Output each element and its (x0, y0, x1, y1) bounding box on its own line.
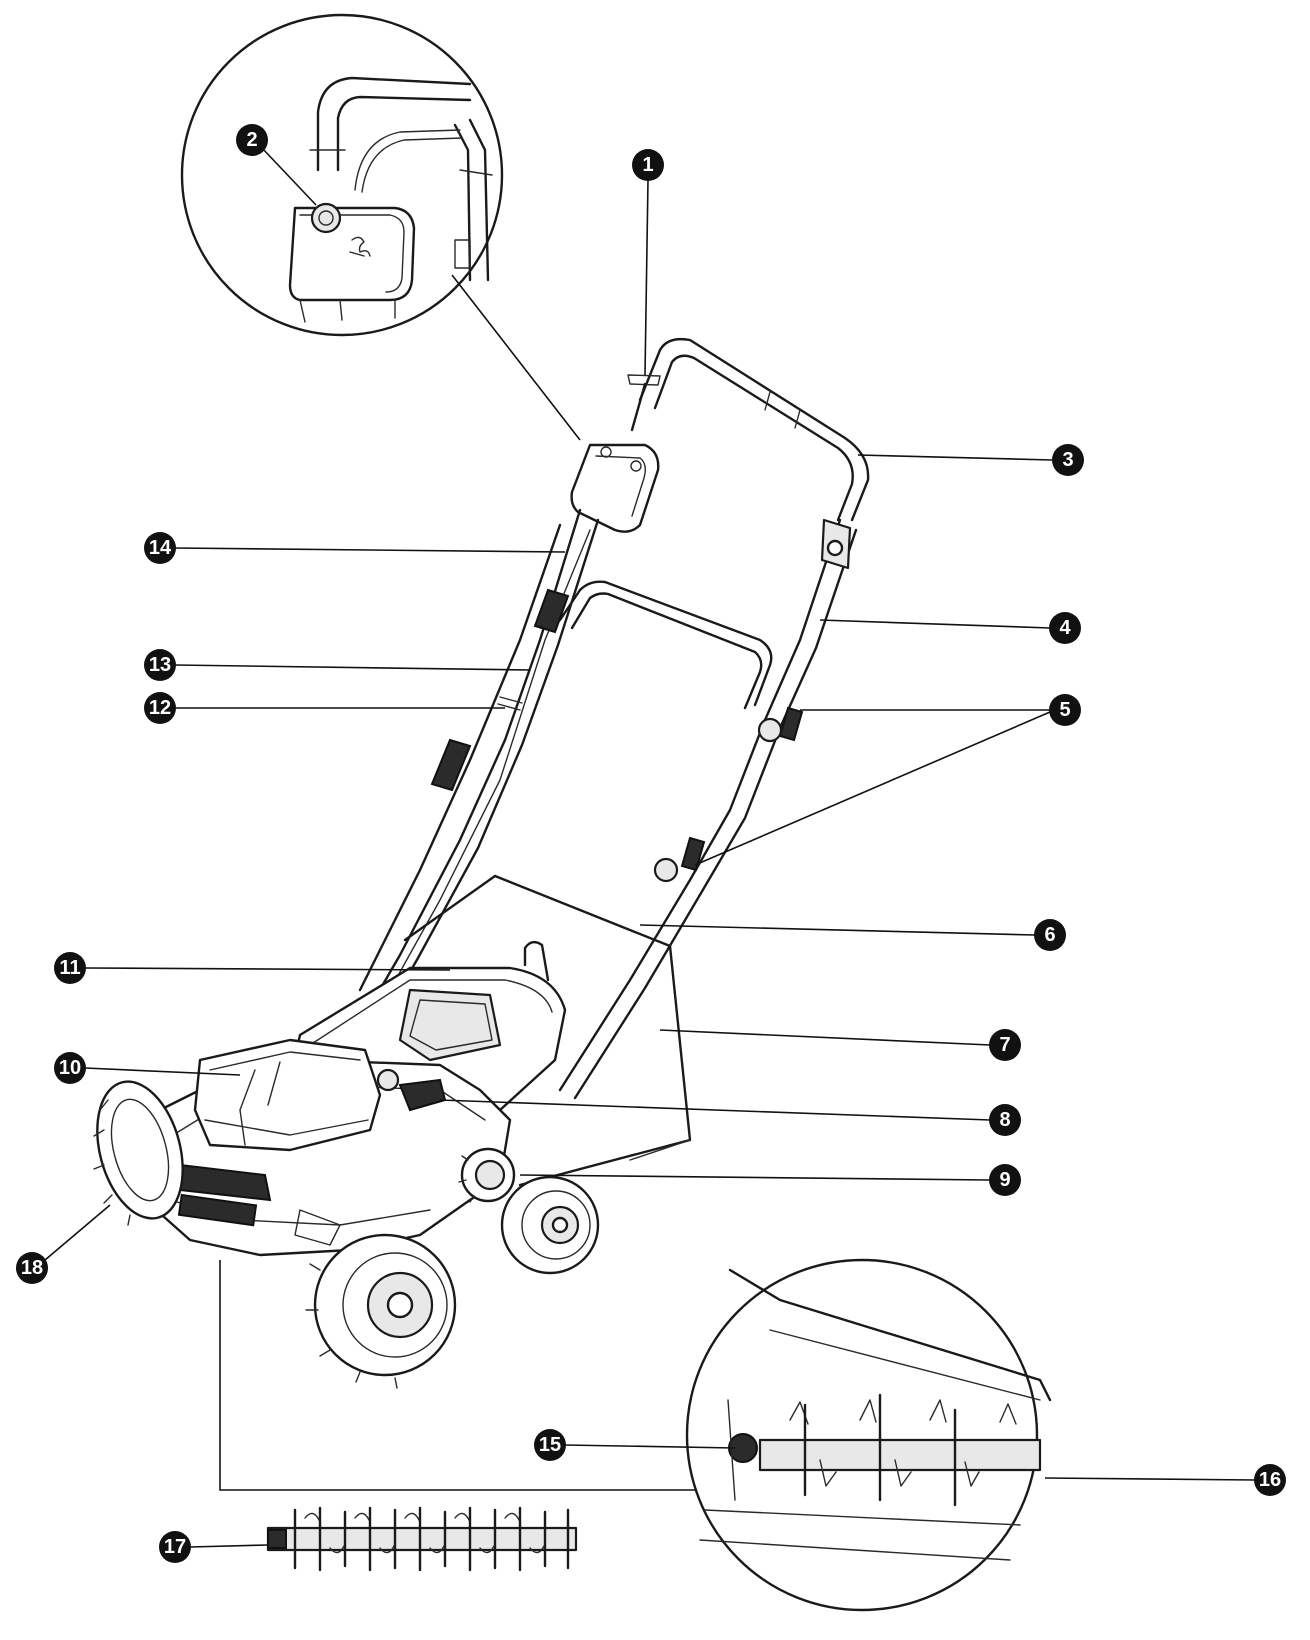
drum-shaft (758, 1438, 1042, 1472)
svg-text:16: 16 (1259, 1469, 1281, 1491)
svg-text:15: 15 (539, 1434, 561, 1456)
svg-text:1: 1 (642, 154, 653, 176)
rear-left-wheel (93, 1080, 184, 1226)
height-adjust-knob (458, 1147, 516, 1203)
svg-text:13: 13 (149, 654, 171, 676)
svg-text:9: 9 (999, 1169, 1010, 1191)
collection-bag (403, 874, 692, 1187)
scarifier-body (138, 966, 567, 1257)
callout-8: 8 (989, 1104, 1021, 1136)
scarifier-drum (266, 1506, 578, 1572)
svg-text:10: 10 (59, 1057, 81, 1079)
inset-leader-line (451, 274, 581, 441)
callout-7: 7 (989, 1029, 1021, 1061)
front-wheel-right (500, 1175, 600, 1275)
callout-17: 17 (159, 1531, 191, 1563)
svg-text:6: 6 (1044, 924, 1055, 946)
callout-4: 4 (1049, 612, 1081, 644)
callout-16: 16 (1254, 1464, 1286, 1496)
callout-1: 1 (632, 149, 664, 181)
callout-3: 3 (1052, 444, 1084, 476)
svg-text:14: 14 (149, 537, 172, 559)
svg-text:3: 3 (1062, 449, 1073, 471)
svg-text:17: 17 (164, 1536, 186, 1558)
callout-9: 9 (989, 1164, 1021, 1196)
front-wheel-large (305, 1233, 457, 1389)
switch-detail-inset (180, 13, 504, 337)
svg-text:11: 11 (59, 957, 80, 979)
callout-13: 13 (144, 649, 176, 681)
callout-6: 6 (1034, 919, 1066, 951)
callout-12: 12 (144, 692, 176, 724)
callout-15: 15 (534, 1429, 566, 1461)
callout-18: 18 (16, 1252, 48, 1284)
svg-text:8: 8 (999, 1109, 1010, 1131)
drum-detail-inset (685, 1258, 1052, 1612)
svg-text:2: 2 (246, 129, 257, 151)
svg-text:7: 7 (999, 1034, 1010, 1056)
inset-connector-line (219, 1260, 700, 1491)
callout-2: 2 (236, 124, 268, 156)
brand-badge (177, 1193, 258, 1227)
svg-text:18: 18 (21, 1257, 43, 1279)
callout-5: 5 (1049, 694, 1081, 726)
svg-text:12: 12 (149, 697, 171, 719)
svg-text:5: 5 (1059, 699, 1070, 721)
callout-11: 11 (54, 952, 86, 984)
handle-assembly (343, 337, 870, 1100)
callout-14: 14 (144, 532, 176, 564)
leader-lines (44, 147, 1256, 1548)
svg-text:4: 4 (1059, 617, 1071, 639)
callout-10: 10 (54, 1052, 86, 1084)
